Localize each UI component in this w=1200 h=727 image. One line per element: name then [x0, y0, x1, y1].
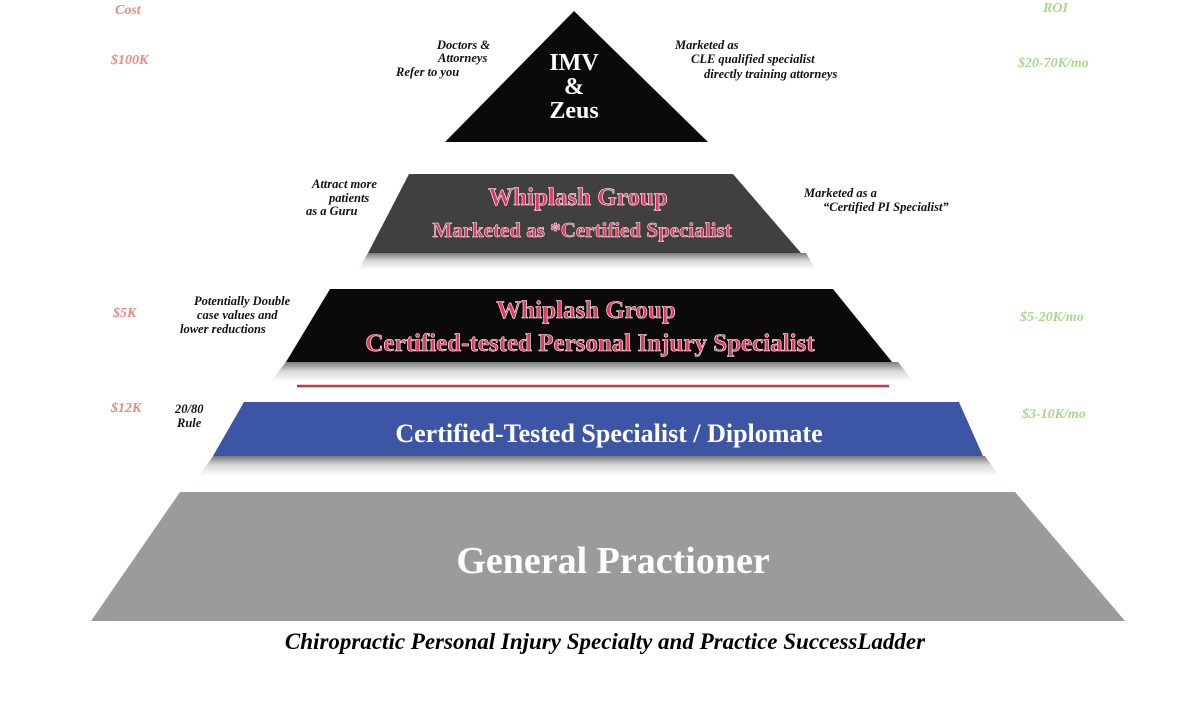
roi-value-apex: $20-70K/mo: [1018, 56, 1089, 71]
tier-whiplash-marketed-shape: [368, 174, 801, 253]
tier-apex-line-3: Zeus: [549, 98, 598, 124]
cost-value-whiplash-certified: $5K: [113, 306, 137, 321]
roi-value-diplomate: $3-10K/mo: [1022, 407, 1086, 422]
note-apex-left-1: Doctors &: [437, 38, 491, 52]
note-tier2-right-1: Marketed as a: [804, 186, 877, 200]
tier-whiplash-certified-shape: [286, 289, 892, 362]
note-apex-left-2: Attorneys: [438, 51, 488, 65]
cost-header: Cost: [115, 3, 141, 18]
note-tier3-left-1: Potentially Double: [194, 294, 291, 308]
tier-apex-line-1: IMV: [549, 50, 599, 76]
tier-whiplash-marketed-line-2: Marketed as *Certified Specialist: [432, 218, 731, 242]
tier-whiplash-certified-line-2: Certified-tested Personal Injury Special…: [365, 330, 815, 357]
note-tier2-left-2: patients: [329, 191, 370, 205]
note-tier4-left-1: 20/80: [175, 402, 204, 416]
note-tier3-left-2: case values and: [197, 308, 278, 322]
tier-diplomate-line-1: Certified-Tested Specialist / Diplomate: [395, 419, 822, 448]
note-tier3-left-3: lower reductions: [180, 322, 266, 336]
note-tier2-left-3: as a Guru: [306, 204, 358, 218]
roi-header: ROI: [1043, 1, 1068, 16]
tier-apex-line-2: &: [564, 74, 584, 100]
tier-apex-shape: [445, 11, 708, 142]
note-tier2-left-1: Attract more: [312, 177, 377, 191]
diagram-caption: Chiropractic Personal Injury Specialty a…: [284, 629, 926, 654]
note-apex-right-2: CLE qualified specialist: [691, 52, 815, 66]
note-apex-right-3: directly training attorneys: [704, 67, 838, 81]
tier-whiplash-marketed-line-1: Whiplash Group: [488, 184, 667, 211]
tier-general-shape: [91, 492, 1125, 621]
cost-value-diplomate: $12K: [111, 401, 142, 416]
tier-general-line-1: General Practioner: [456, 540, 770, 582]
note-apex-right-1: Marketed as: [675, 38, 739, 52]
note-apex-left-3: Refer to you: [396, 65, 460, 79]
note-tier2-right-2: “Certified PI Specialist”: [823, 200, 949, 214]
tier-whiplash-certified-line-1: Whiplash Group: [496, 297, 675, 324]
cost-value-apex: $100K: [111, 53, 149, 68]
roi-value-whiplash-certified: $5-20K/mo: [1020, 310, 1084, 325]
tier-diplomate-shape: [213, 402, 983, 456]
note-tier4-left-2: Rule: [177, 416, 202, 430]
